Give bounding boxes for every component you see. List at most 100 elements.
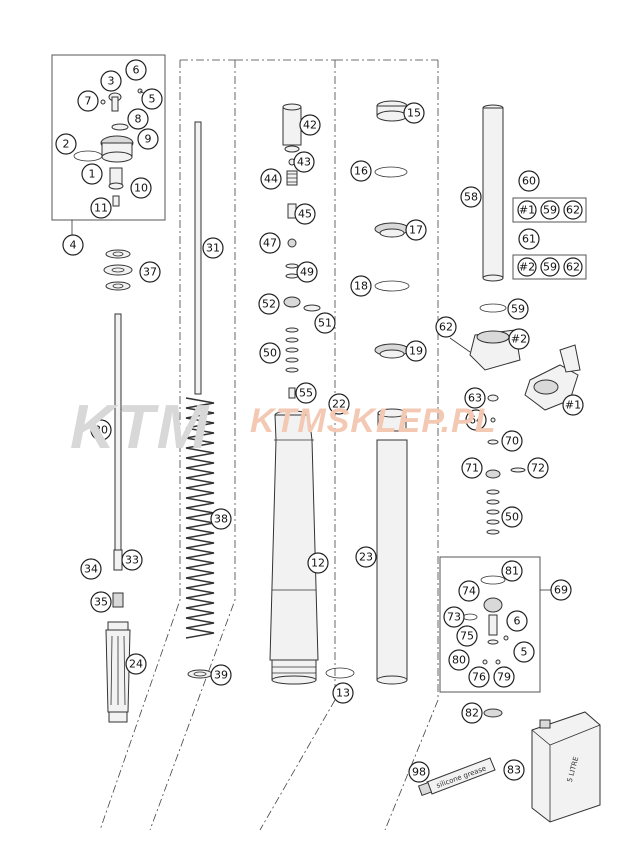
cap-assembly-box bbox=[51, 54, 166, 236]
callout-label-l98: 98 bbox=[412, 766, 426, 779]
callout-label-l24: 24 bbox=[129, 658, 143, 671]
callout-circle-l80 bbox=[448, 649, 470, 671]
callout-label-l5: 5 bbox=[149, 93, 156, 106]
o-ring-13 bbox=[325, 667, 355, 679]
callout-label-l10: 10 bbox=[134, 182, 148, 195]
callout-circle-l51 bbox=[314, 312, 336, 334]
kit-61-item-1: 59 bbox=[543, 261, 557, 274]
callout-label-l37: 37 bbox=[143, 266, 157, 279]
valve-assembly-box bbox=[439, 556, 555, 693]
callout-circle-l43 bbox=[293, 151, 315, 173]
callout-circle-l15 bbox=[403, 102, 425, 124]
callout-label-lh1: #1 bbox=[565, 399, 581, 412]
callout-circle-l9 bbox=[137, 128, 159, 150]
callout-circle-l4 bbox=[62, 234, 84, 256]
callout-label-l50b: 50 bbox=[505, 511, 519, 524]
callout-circle-l39 bbox=[210, 664, 232, 686]
callout-circle-l11 bbox=[90, 197, 112, 219]
callout-label-l42: 42 bbox=[303, 119, 317, 132]
callout-circle-l98 bbox=[408, 761, 430, 783]
callout-circle-l45 bbox=[294, 203, 316, 225]
callout-label-l7: 7 bbox=[85, 95, 92, 108]
callout-circle-l33 bbox=[121, 549, 143, 571]
callout-label-l44: 44 bbox=[264, 173, 278, 186]
column-dividers bbox=[99, 59, 439, 831]
callout-circle-l72 bbox=[527, 457, 549, 479]
callout-label-l43: 43 bbox=[297, 156, 311, 169]
callout-circle-l38 bbox=[210, 508, 232, 530]
callout-label-l12: 12 bbox=[311, 557, 325, 570]
callout-circle-l81 bbox=[501, 560, 523, 582]
callout-circle-l55 bbox=[295, 382, 317, 404]
callout-circle-l47 bbox=[259, 232, 281, 254]
callout-circle-l34 bbox=[80, 558, 102, 580]
outer-tube-12 bbox=[269, 410, 319, 685]
valve-stack bbox=[282, 103, 321, 399]
callout-circle-lh1 bbox=[562, 394, 584, 416]
callout-circle-l73 bbox=[443, 606, 465, 628]
callout-circle-l71 bbox=[461, 457, 483, 479]
callout-label-l19: 19 bbox=[409, 345, 423, 358]
callout-circle-lh2 bbox=[508, 328, 530, 350]
callout-circle-l35 bbox=[90, 591, 112, 613]
callout-label-l35: 35 bbox=[94, 596, 108, 609]
callout-label-l30: 30 bbox=[94, 424, 108, 437]
callout-label-l59: 59 bbox=[511, 303, 525, 316]
callout-circle-l3 bbox=[100, 70, 122, 92]
callout-label-l11: 11 bbox=[94, 202, 108, 215]
callout-label-l18: 18 bbox=[354, 280, 368, 293]
callout-circle-l62 bbox=[435, 316, 457, 338]
callout-circle-l30 bbox=[90, 419, 112, 441]
callout-label-l72: 72 bbox=[531, 462, 545, 475]
grease-tube-98: silicone grease bbox=[417, 757, 496, 797]
callout-circle-l1 bbox=[81, 163, 103, 185]
callout-circle-l83 bbox=[503, 759, 525, 781]
callout-label-l13: 13 bbox=[336, 687, 350, 700]
callout-circle-l74 bbox=[458, 580, 480, 602]
callout-label-l6b: 6 bbox=[514, 615, 521, 628]
callout-label-l75: 75 bbox=[460, 630, 474, 643]
kit-60-item-0: #1 bbox=[519, 204, 535, 217]
callout-circle-l19 bbox=[405, 340, 427, 362]
callout-label-l55: 55 bbox=[299, 387, 313, 400]
damper-rod-30 bbox=[112, 313, 124, 608]
callout-label-l4: 4 bbox=[70, 239, 77, 252]
callout-label-l79: 79 bbox=[497, 671, 511, 684]
callout-label-l52: 52 bbox=[262, 298, 276, 311]
callout-circle-l5 bbox=[141, 88, 163, 110]
callout-label-l33: 33 bbox=[125, 554, 139, 567]
tube-58 bbox=[479, 104, 507, 313]
callout-circle-l5b bbox=[513, 641, 535, 663]
callout-circle-l42 bbox=[299, 114, 321, 136]
callout-circle-l59 bbox=[507, 298, 529, 320]
callout-circle-l75 bbox=[456, 625, 478, 647]
callout-circle-l50a bbox=[259, 342, 281, 364]
callout-label-l63: 63 bbox=[468, 392, 482, 405]
callout-circle-l52 bbox=[258, 293, 280, 315]
kit-box-60: #1 59 62 bbox=[512, 197, 587, 223]
callout-label-l82: 82 bbox=[465, 707, 479, 720]
callout-circle-l18 bbox=[350, 275, 372, 297]
callout-label-l3: 3 bbox=[108, 75, 115, 88]
callout-circle-l13 bbox=[332, 682, 354, 704]
callout-label-l38: 38 bbox=[214, 513, 228, 526]
callout-circle-l8 bbox=[127, 108, 149, 130]
seal-82 bbox=[483, 708, 503, 718]
callout-label-l60: 60 bbox=[522, 175, 536, 188]
callout-label-l69: 69 bbox=[554, 584, 568, 597]
kit-61-item-2: 62 bbox=[566, 261, 580, 274]
callout-label-l9: 9 bbox=[145, 133, 152, 146]
callout-label-l6: 6 bbox=[133, 64, 140, 77]
callout-label-l83: 83 bbox=[507, 764, 521, 777]
lower-valve-stack bbox=[485, 394, 526, 535]
callout-label-l49: 49 bbox=[300, 266, 314, 279]
callout-label-l39: 39 bbox=[214, 669, 228, 682]
callout-label-lh2: #2 bbox=[511, 333, 527, 346]
callout-label-l61: 61 bbox=[522, 233, 536, 246]
callout-circle-l79 bbox=[493, 666, 515, 688]
callout-circle-l76 bbox=[468, 666, 490, 688]
callout-circle-l49 bbox=[296, 261, 318, 283]
callout-label-l81: 81 bbox=[505, 565, 519, 578]
callout-circle-l58 bbox=[460, 186, 482, 208]
callout-circle-l10 bbox=[130, 177, 152, 199]
